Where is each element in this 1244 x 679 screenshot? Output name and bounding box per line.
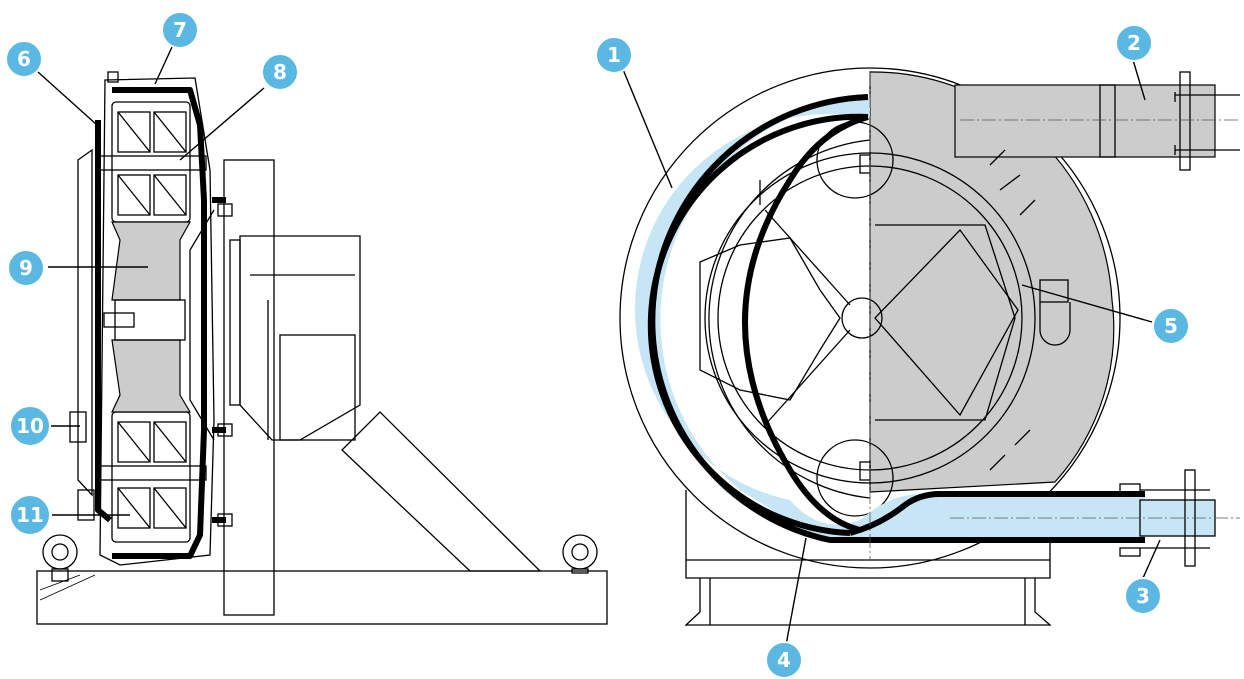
callout-2: 2	[1115, 24, 1153, 62]
housing-outline	[99, 77, 215, 566]
rotor-wheel	[699, 121, 894, 517]
callout-label-3: 3	[1136, 584, 1150, 608]
callout-10: 10	[9, 405, 51, 447]
callout-3: 3	[1124, 577, 1162, 615]
side-section-view	[36, 71, 608, 625]
leader-lines	[37, 46, 1161, 646]
diagonal-support	[341, 411, 542, 572]
callout-label-4: 4	[777, 648, 791, 672]
callout-label-1: 1	[607, 43, 621, 67]
rotor-hub	[111, 221, 192, 301]
gearbox	[239, 235, 361, 441]
callout-1: 1	[595, 36, 633, 74]
callout-5: 5	[1152, 307, 1190, 345]
front-view	[619, 67, 1240, 626]
callout-label-8: 8	[273, 60, 287, 84]
callout-label-11: 11	[16, 503, 44, 527]
callout-7: 7	[161, 11, 199, 49]
lifting-eye-right	[562, 534, 598, 574]
callout-label-2: 2	[1127, 31, 1141, 55]
callout-6: 6	[5, 40, 43, 78]
bolts	[69, 71, 233, 527]
outlet-pipe	[954, 84, 1216, 158]
pump-casing	[619, 67, 1121, 569]
lower-shoe-bearings	[95, 411, 207, 543]
mounting-plate	[223, 159, 275, 616]
callout-label-7: 7	[173, 18, 187, 42]
lifting-eye-left	[42, 534, 78, 582]
callout-9: 9	[7, 249, 45, 287]
callout-11: 11	[9, 494, 51, 536]
callout-4: 4	[765, 641, 803, 679]
front-cover	[77, 148, 93, 497]
housing-liner	[112, 87, 207, 559]
base-frame	[36, 570, 608, 625]
callout-label-5: 5	[1164, 314, 1178, 338]
callout-label-6: 6	[17, 47, 31, 71]
callout-8: 8	[261, 53, 299, 91]
pump-stand	[684, 490, 1052, 626]
callout-label-10: 10	[16, 414, 44, 438]
callout-label-9: 9	[19, 256, 33, 280]
upper-shoe-bearings	[95, 101, 207, 223]
